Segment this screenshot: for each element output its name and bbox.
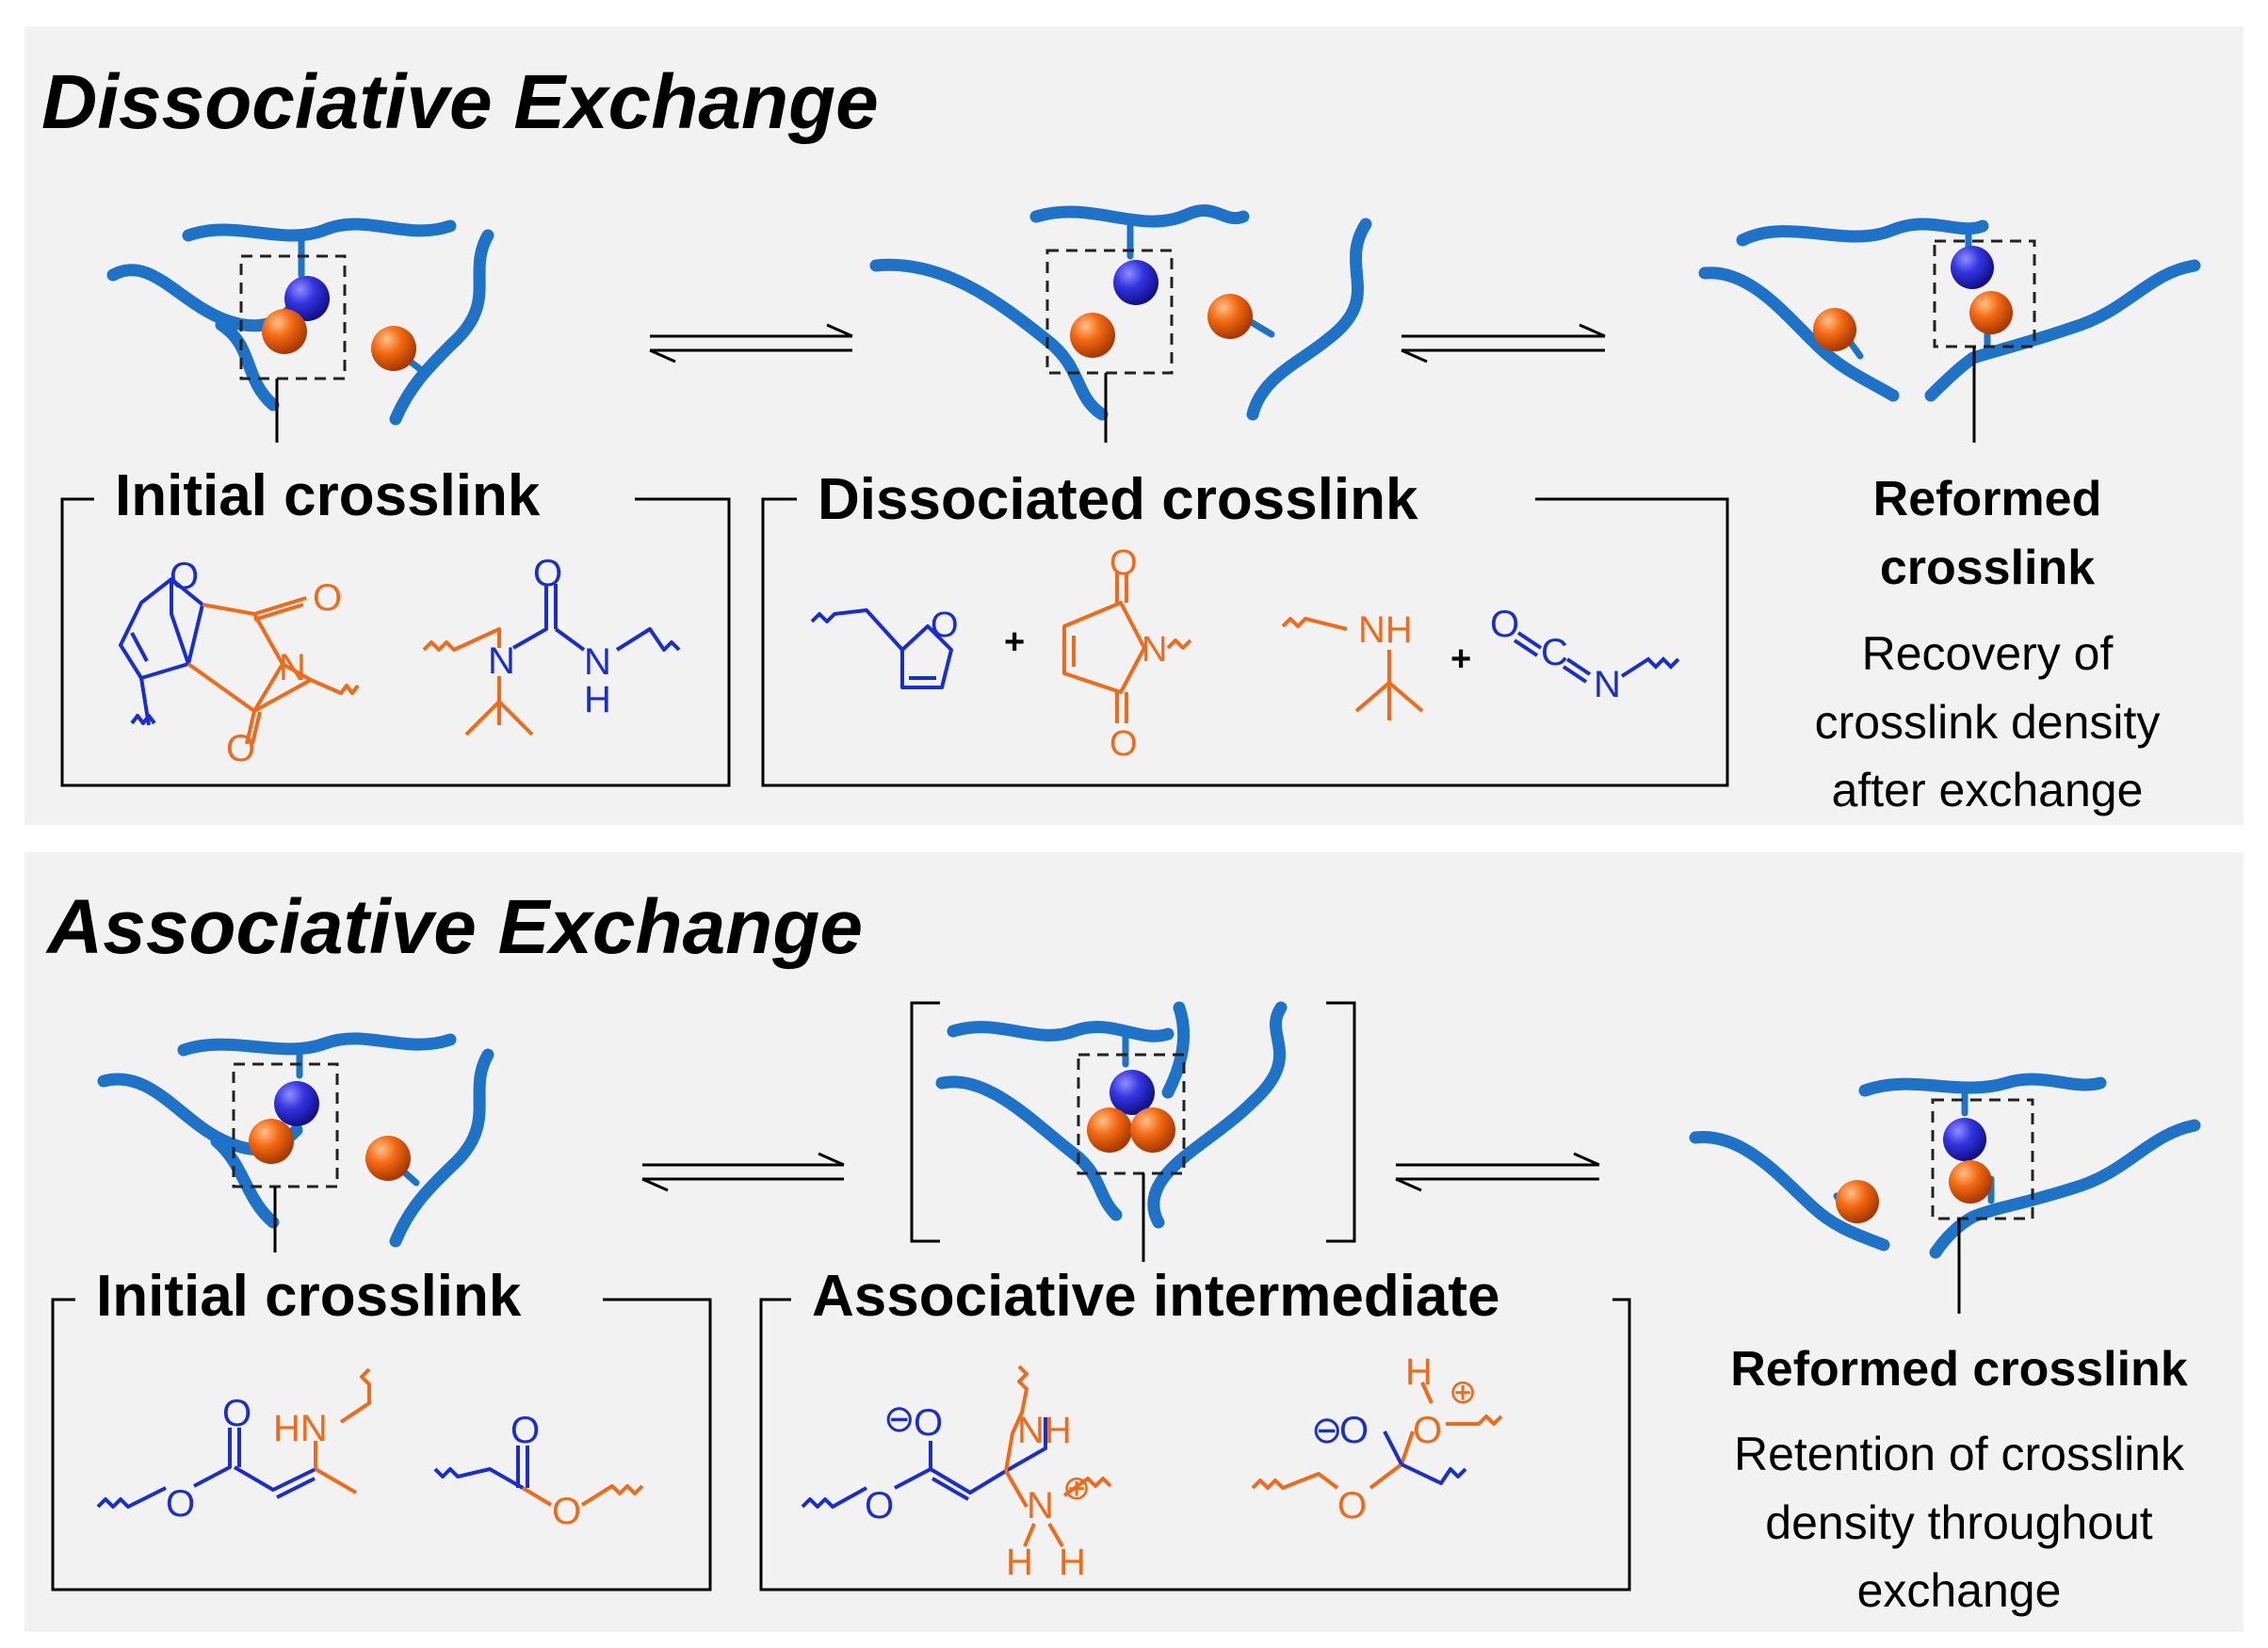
hindered-urea: [422, 584, 681, 736]
urea-h-label: H: [584, 679, 611, 720]
furan-o-label: O: [931, 606, 959, 645]
plus-sign: +: [1450, 639, 1471, 679]
vinylogous-urethane: [96, 1367, 371, 1509]
reformed-description: Recovery of crosslink density after exch…: [1814, 627, 2161, 816]
blue-bead: [1951, 246, 1994, 289]
negative-charge-label: ⊖: [883, 1398, 915, 1440]
amine-hn-label: HN: [273, 1408, 328, 1449]
bracket-right: [1326, 1001, 1356, 1243]
orange-bead: [1070, 313, 1115, 358]
maleimide-o-label: O: [1110, 543, 1138, 583]
orange-bead: [1207, 294, 1253, 339]
orange-bead: [1130, 1107, 1175, 1153]
urea-nh-label: N: [584, 641, 611, 683]
associative-title: Associative Exchange: [47, 884, 863, 970]
urea-o-label: O: [533, 553, 562, 594]
orange-bead: [1813, 308, 1856, 351]
oxygen-bridge-label: O: [170, 556, 199, 597]
reformed-crosslink-assoc-label: Reformed crosslink: [1730, 1342, 2188, 1397]
network-reformed-associative: [1689, 1073, 2201, 1259]
initial-crosslink-label: Initial crosslink: [94, 467, 561, 525]
blue-bead: [274, 1081, 319, 1126]
urea-n-label: N: [488, 640, 515, 682]
orange-bead: [365, 1136, 411, 1181]
dissociative-panel: [24, 26, 2244, 825]
orange-bead: [262, 309, 307, 354]
ammonium-h-label: H: [1006, 1542, 1033, 1583]
blue-bead: [1110, 1070, 1155, 1115]
initial-crosslink-assoc-label: Initial crosslink: [75, 1268, 543, 1326]
associative-intermediate-label: Associative intermediate: [791, 1268, 1521, 1326]
dissociative-title: Dissociative Exchange: [41, 59, 879, 145]
isocyanate-c-label: C: [1541, 632, 1568, 673]
equilibrium-arrow: [1401, 323, 1606, 364]
oxonium-h-label: H: [1405, 1351, 1433, 1393]
imide-n-label: N: [279, 647, 306, 688]
retention-description: Retention of crosslink density throughou…: [1733, 1428, 2184, 1617]
tert-butylamine: [1281, 617, 1424, 720]
intermediate-o-label: O: [865, 1485, 894, 1527]
orange-bead: [1969, 291, 2013, 334]
maleimide: [1062, 573, 1192, 723]
blue-bead: [284, 276, 330, 321]
network-initial-associative: [97, 1032, 494, 1248]
orange-bead: [371, 326, 416, 371]
carbonyl-o-label: O: [313, 577, 342, 619]
dissociated-box-frame: [761, 497, 1729, 787]
furan: [810, 608, 953, 689]
carbonyl-o-label: O: [222, 1393, 251, 1434]
ester-o-label: O: [166, 1483, 195, 1525]
positive-charge-label: ⊕: [1449, 1372, 1477, 1411]
orange-bead: [1949, 1160, 1992, 1204]
plus-sign: +: [1004, 622, 1025, 662]
ammonium-h-label: H: [1059, 1542, 1086, 1583]
ester-o-label: O: [552, 1491, 581, 1532]
oxyanion-o-label: O: [1339, 1410, 1369, 1451]
negative-charge-label: ⊖: [1311, 1410, 1343, 1451]
ester: [433, 1446, 644, 1507]
oxonium-o-label: O: [1413, 1410, 1442, 1451]
positive-charge-label: ⊕: [1062, 1468, 1091, 1507]
enolate-o-label: O: [914, 1402, 943, 1444]
maleimide-o-label: O: [1110, 724, 1138, 764]
ammonium-n-label: N: [1027, 1485, 1054, 1527]
initial-assoc-box-frame: [51, 1298, 712, 1591]
equilibrium-arrow: [1395, 1152, 1600, 1192]
equilibrium-arrow: [649, 323, 853, 364]
reformed-crosslink-label: Reformed crosslink: [1872, 472, 2102, 595]
maleimide-n-label: N: [1142, 630, 1167, 670]
network-reformed-dissociative: [1698, 218, 2201, 402]
bracket-left: [910, 1001, 940, 1243]
network-dissociated: [869, 204, 1372, 421]
isocyanate-o-label: O: [1490, 604, 1519, 645]
amine-nh-label: NH: [1358, 609, 1413, 651]
isocyanate-n-label: N: [1594, 664, 1621, 705]
ester-carbonyl-o-label: O: [510, 1410, 540, 1451]
crosslink-box: [1931, 1098, 2034, 1220]
blue-bead: [1113, 260, 1158, 305]
network-intermediate: [935, 1001, 1288, 1229]
initial-box-frame: [60, 497, 731, 787]
crosslink-box: [1933, 239, 2036, 348]
alkoxy-o-label: O: [1337, 1485, 1367, 1527]
orange-bead: [1836, 1180, 1879, 1223]
intermediate-nh-label: NH: [1017, 1410, 1072, 1451]
blue-bead: [1943, 1118, 1986, 1161]
dissociated-crosslink-label: Dissociated crosslink: [797, 471, 1439, 529]
tetrahedral-amine-intermediate: [801, 1365, 1112, 1509]
crosslink-box: [1045, 249, 1174, 375]
carbonyl-o-label: O: [226, 728, 255, 769]
orange-bead: [249, 1119, 294, 1164]
orange-bead: [1087, 1107, 1132, 1153]
tetrahedral-ester-intermediate: [1251, 1381, 1503, 1490]
equilibrium-arrow: [641, 1152, 845, 1192]
intermediate-box-frame: [759, 1298, 1631, 1591]
isocyanate: [1513, 631, 1680, 684]
diels-alder-adduct: [119, 577, 360, 745]
